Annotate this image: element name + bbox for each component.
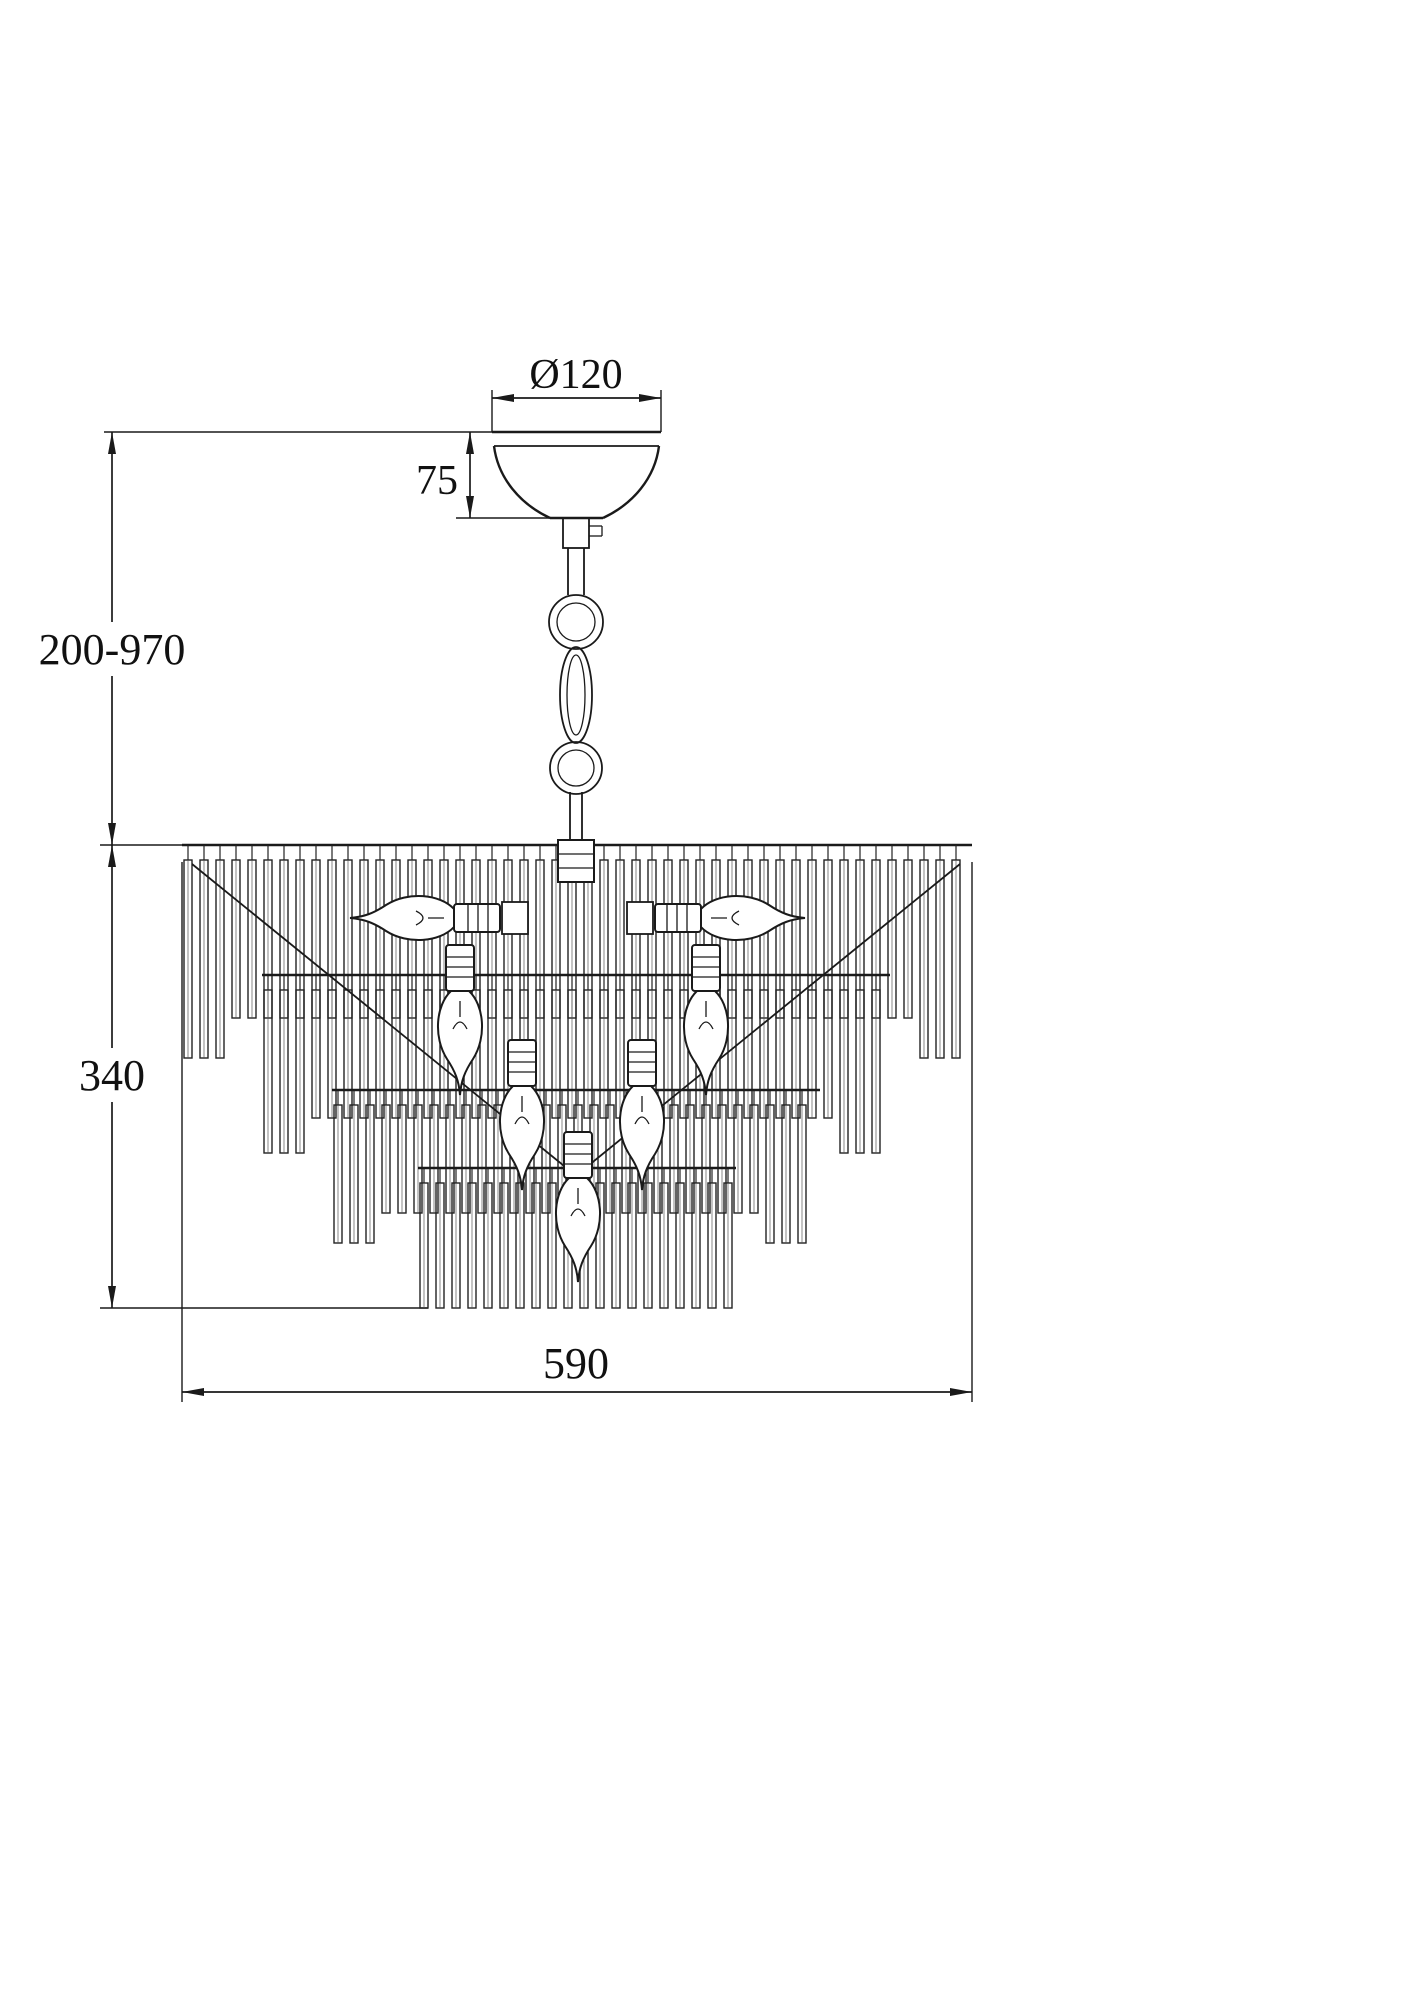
chain-ring-bottom	[549, 741, 603, 795]
dim-label-canopy-diameter: Ø120	[529, 352, 622, 398]
dim-label-body-diameter: 590	[543, 1339, 609, 1388]
arm-bracket-left	[501, 901, 529, 935]
candle-bulb-center	[554, 1131, 602, 1283]
chain-ring-top	[548, 594, 604, 650]
ceiling-canopy	[492, 430, 661, 549]
dim-label-suspension-range: 200-970	[39, 625, 186, 674]
candle-bulb-upper-left	[436, 944, 484, 1096]
chain-link	[559, 646, 593, 744]
crystal-rod-tier-3	[333, 1090, 807, 1244]
dim-label-canopy-height: 75	[416, 458, 458, 504]
candle-bulb-horizontal-left	[349, 894, 501, 942]
dim-label-body-height: 340	[79, 1051, 145, 1100]
crystal-rod-tier-2	[263, 975, 881, 1154]
dimension-suspension-range: 200-970	[34, 431, 492, 846]
dimension-canopy-diameter: Ø120	[491, 352, 662, 432]
center-fitting	[557, 839, 595, 883]
arm-bracket-right	[626, 901, 654, 935]
dimension-body-height: 340	[52, 845, 428, 1309]
candle-bulb-horizontal-right	[654, 894, 806, 942]
suspension-chain	[548, 548, 604, 848]
chandelier-body	[182, 839, 972, 1309]
set-screw-icon	[589, 525, 603, 537]
dimension-canopy-height: 75	[416, 432, 552, 519]
dimension-body-diameter: 590	[181, 862, 973, 1402]
candle-bulb-upper-right	[682, 944, 730, 1096]
crystal-rod-tier-4	[419, 1168, 733, 1309]
